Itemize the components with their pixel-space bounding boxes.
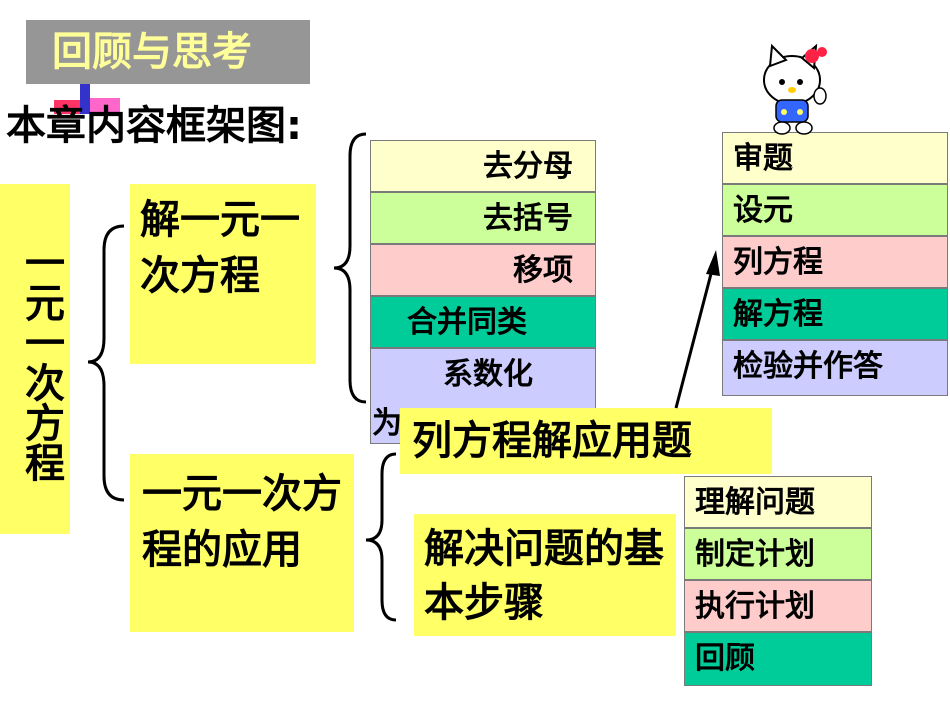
wp-step-2: 设元 [722, 184, 948, 236]
root-brace [87, 224, 125, 502]
general-step-label: 回顾 [695, 641, 755, 676]
general-step-label: 制定计划 [695, 537, 815, 572]
cartoon-kitty-icon [763, 43, 827, 135]
root-node: 一元一次方程 [0, 184, 70, 534]
general-step-label: 执行计划 [695, 589, 815, 624]
wp-step-5: 检验并作答 [722, 340, 948, 396]
solve-step-label: 去括号 [483, 201, 573, 236]
wp-step-3: 列方程 [722, 236, 948, 288]
solve-step-label: 系数化 [443, 357, 533, 392]
solve-step-label: 合并同类 [407, 305, 527, 340]
solve-step-label: 移项 [513, 253, 573, 288]
solve-brace [333, 132, 367, 404]
root-label: 一元一次方程 [18, 242, 64, 482]
apply-brace [365, 452, 397, 622]
wp-step-label: 审题 [733, 141, 793, 176]
arrow-head [706, 250, 720, 276]
basic-steps-label: 解决问题的基本步骤 [424, 526, 664, 626]
general-step-3: 执行计划 [684, 580, 872, 632]
wp-step-label: 解方程 [733, 297, 823, 332]
arrow-line [674, 269, 714, 409]
solve-step-label: 去分母 [483, 149, 573, 184]
decorative-squares [54, 84, 130, 126]
branch-apply-label: 一元一次方程的应用 [142, 471, 342, 573]
solve-step-1: 去分母 [370, 140, 596, 192]
wp-step-label: 设元 [733, 193, 793, 228]
word-problem-label: 列方程解应用题 [412, 418, 692, 464]
basic-steps-node: 解决问题的基本步骤 [414, 514, 676, 636]
branch-solve: 解一元一次方程 [130, 184, 316, 364]
general-step-4: 回顾 [684, 632, 872, 686]
general-step-label: 理解问题 [695, 485, 815, 520]
solve-step-2: 去括号 [370, 192, 596, 244]
branch-solve-label: 解一元一次方程 [140, 197, 300, 299]
general-step-1: 理解问题 [684, 476, 872, 528]
wp-step-label: 检验并作答 [733, 349, 883, 384]
framework-heading: 本章内容框架图: [6, 103, 302, 149]
page-title: 回顾与思考 [26, 20, 310, 84]
hidden-fragment: 为 [372, 406, 402, 441]
general-step-2: 制定计划 [684, 528, 872, 580]
wp-step-4: 解方程 [722, 288, 948, 340]
solve-step-3: 移项 [370, 244, 596, 296]
wp-step-label: 列方程 [733, 245, 823, 280]
solve-step-4: 合并同类 [370, 296, 596, 348]
branch-apply: 一元一次方程的应用 [130, 454, 354, 632]
word-problem-node: 列方程解应用题 [400, 408, 772, 474]
wp-step-1: 审题 [722, 132, 948, 184]
